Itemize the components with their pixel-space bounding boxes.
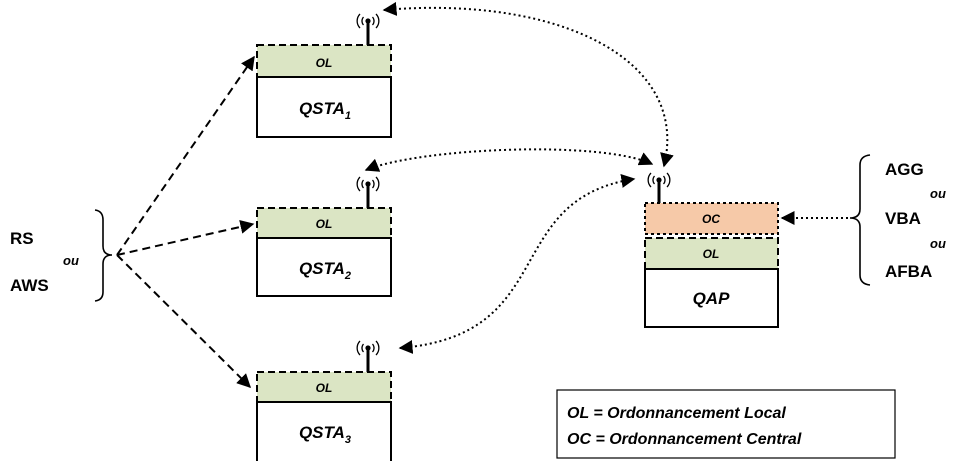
right-conj-ou-1: ou (930, 186, 946, 201)
station-qsta2: OL QSTA2 (256, 176, 392, 297)
station-box-qsta2 (256, 237, 392, 297)
ol-box-qsta3 (256, 371, 392, 403)
left-choice-group: RS ou AWS (10, 209, 113, 302)
arrow-to-qsta2 (116, 219, 255, 256)
station-qsta3: OL QSTA3 (256, 340, 392, 461)
arrow-to-qsta1 (116, 55, 255, 256)
legend-box (556, 389, 896, 459)
qap-name: QAP (693, 289, 731, 308)
ol-label-qsta3: OL (316, 381, 333, 395)
wireless-links (364, 1, 848, 354)
left-label-rs: RS (10, 229, 34, 248)
antenna-icon (356, 176, 380, 208)
access-point-qap: OC OL QAP (644, 172, 779, 328)
right-choice-group: AGG ou VBA ou AFBA (849, 154, 946, 286)
right-label-vba: VBA (885, 209, 921, 228)
oc-label: OC (702, 212, 720, 226)
legend: OL = Ordonnancement Local OC = Ordonnanc… (556, 389, 896, 459)
left-label-aws: AWS (10, 276, 49, 295)
left-arrows (116, 55, 255, 388)
ol-label-qsta1: OL (316, 56, 333, 70)
link-qsta2-qap (364, 148, 654, 172)
station-name-qsta1: QSTA1 (299, 99, 351, 122)
left-brace-icon (849, 154, 871, 286)
oc-box (644, 202, 779, 235)
legend-line-ol: OL = Ordonnancement Local (567, 405, 786, 422)
station-qsta1: OL QSTA1 (256, 13, 392, 138)
antenna-icon (647, 172, 671, 203)
arrow-to-qsta3 (116, 254, 251, 388)
station-name-qsta3: QSTA3 (299, 423, 351, 446)
legend-line-oc: OC = Ordonnancement Central (567, 431, 802, 448)
ol-box-qap (644, 237, 779, 270)
right-brace-icon (94, 209, 113, 302)
qap-box (644, 268, 779, 328)
ol-label-qsta2: OL (316, 217, 333, 231)
right-label-afba: AFBA (885, 262, 932, 281)
station-box-qsta3 (256, 401, 392, 461)
station-name-qsta2: QSTA2 (299, 259, 351, 282)
ol-label-qap: OL (703, 247, 720, 261)
left-conj-ou: ou (63, 253, 79, 268)
ol-box-qsta2 (256, 207, 392, 239)
antenna-icon (356, 13, 380, 45)
link-qsta3-qap (398, 174, 636, 354)
right-conj-ou-2: ou (930, 236, 946, 251)
station-box-qsta1 (256, 76, 392, 138)
link-qsta1-qap (382, 1, 674, 168)
antenna-icon (356, 340, 380, 372)
right-label-agg: AGG (885, 160, 924, 179)
